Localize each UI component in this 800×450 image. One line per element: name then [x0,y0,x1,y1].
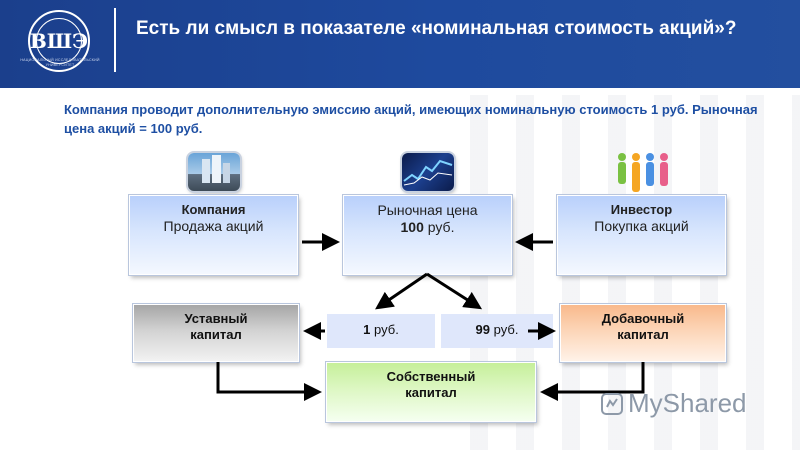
market-price-unit: руб. [427,219,455,235]
share-capital-box: Уставный капитал [133,304,299,362]
investor-subtitle: Покупка акций [594,218,689,234]
split-right-unit: руб. [493,322,519,337]
logo-letters: ВШЭ [30,18,88,64]
split-left-value: 1 [363,322,371,337]
arrow-market-to-split-right [426,272,483,310]
arrow-market-to-split-left [375,272,428,310]
hse-logo: ВШЭ [28,10,90,72]
arrow-additional-capital-to-equity [540,362,645,401]
split-right-line: 99 руб. [476,322,519,337]
investor-title: Инвестор [610,202,673,217]
myshared-watermark: MyShared [628,388,747,418]
people-group-icon [618,153,668,192]
split-left-unit: руб. [374,322,399,337]
company-building-icon [188,153,240,191]
market-price-box: Рыночная цена 100 руб. [343,195,512,275]
market-price-value: 100 [400,219,424,235]
header-divider [114,8,116,72]
split-left-box: 1 руб. [327,314,435,348]
stock-chart-icon [402,153,454,191]
split-right-value: 99 [475,322,491,337]
intro-text: Компания проводит дополнительную эмиссию… [64,102,758,136]
slide-title: Есть ли смысл в показателе «номинальная … [136,18,737,39]
market-price-value-line: 100 руб. [344,219,511,236]
additional-capital-line1: Добавочный [601,311,685,326]
split-left-line: 1 руб. [363,322,399,337]
market-price-title: Рыночная цена [377,202,478,218]
equity-box: Собственный капитал [326,362,536,422]
company-subtitle: Продажа акций [163,218,264,234]
myshared-logo-icon [601,393,623,415]
company-title: Компания [181,202,246,217]
company-box: Компания Продажа акций [129,195,298,275]
equity-line1: Собственный [386,369,476,384]
investor-box: Инвестор Покупка акций [557,195,726,275]
arrow-share-capital-to-equity [216,362,322,401]
share-capital-line1: Уставный [184,311,248,326]
equity-line2: капитал [405,385,457,400]
share-capital-line2: капитал [190,327,242,342]
additional-capital-line2: капитал [617,327,669,342]
slide-header: ВШЭ Национальный исследовательский униве… [0,0,800,88]
additional-capital-box: Добавочный капитал [560,304,726,362]
logo-caption: Национальный исследовательский университ… [20,58,100,67]
